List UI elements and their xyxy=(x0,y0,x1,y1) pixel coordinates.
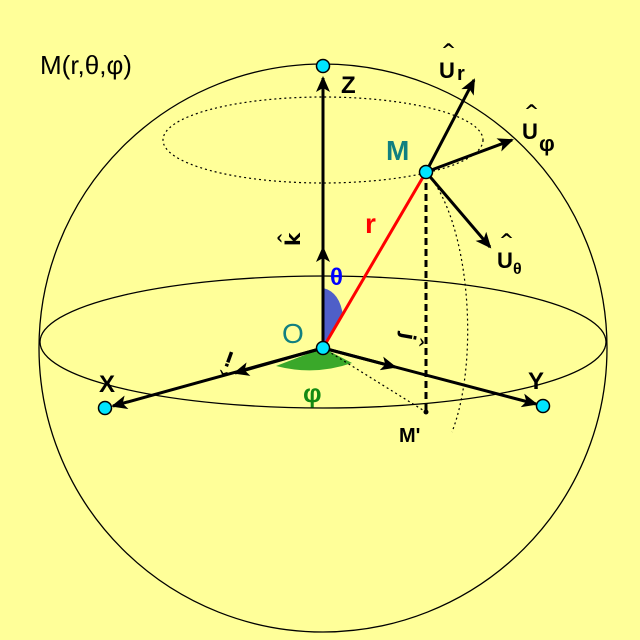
m-point-marker xyxy=(418,164,434,180)
i-unit-vector xyxy=(233,346,324,376)
projection-line-om-prime xyxy=(322,347,427,413)
utheta-vector xyxy=(424,171,492,249)
svg-text:U: U xyxy=(439,58,455,83)
j-basis-label: j ^ xyxy=(396,330,427,349)
svg-text:^: ^ xyxy=(276,232,292,244)
svg-text:^: ^ xyxy=(217,359,233,378)
svg-text:r: r xyxy=(457,63,465,85)
origin-point-marker xyxy=(315,340,331,356)
j-unit-vector xyxy=(322,346,397,371)
svg-text:^: ^ xyxy=(441,40,456,61)
theta-label: θ xyxy=(330,264,343,291)
svg-text:^: ^ xyxy=(524,101,539,122)
theta-angle-sector xyxy=(323,288,343,348)
svg-text:^: ^ xyxy=(409,335,427,349)
svg-text:^: ^ xyxy=(499,230,514,251)
projection-m-prime-label: M' xyxy=(399,425,420,447)
x-axis-label: X xyxy=(99,371,115,398)
x-point-marker xyxy=(97,400,113,416)
radius-line xyxy=(321,171,428,349)
uphi-vector xyxy=(425,138,514,174)
svg-text:U: U xyxy=(497,248,513,273)
ur-label: ^ U r xyxy=(439,40,465,85)
meridian-arc-dotted xyxy=(425,171,469,433)
phi-label: φ xyxy=(303,378,322,408)
utheta-label: ^ U θ xyxy=(497,230,522,278)
ur-vector xyxy=(424,78,476,173)
z-axis-label: Z xyxy=(341,72,356,99)
y-axis-label: Y xyxy=(528,368,544,395)
z-point-marker xyxy=(315,58,331,74)
title-label: M(r,θ,φ) xyxy=(40,50,132,80)
svg-text:φ: φ xyxy=(539,131,555,156)
latitude-circle-dotted xyxy=(162,96,484,184)
radius-label: r xyxy=(365,208,376,239)
svg-text:k: k xyxy=(281,232,305,246)
svg-text:U: U xyxy=(522,119,538,144)
uphi-label: ^ U φ xyxy=(522,101,555,156)
y-point-marker xyxy=(535,398,551,414)
svg-text:j: j xyxy=(396,330,421,342)
origin-label: O xyxy=(282,318,304,349)
point-m-label: M xyxy=(386,135,409,166)
k-basis-label: k ^ xyxy=(276,232,305,246)
svg-text:θ: θ xyxy=(513,261,522,278)
m-prime-point-marker xyxy=(423,409,429,415)
